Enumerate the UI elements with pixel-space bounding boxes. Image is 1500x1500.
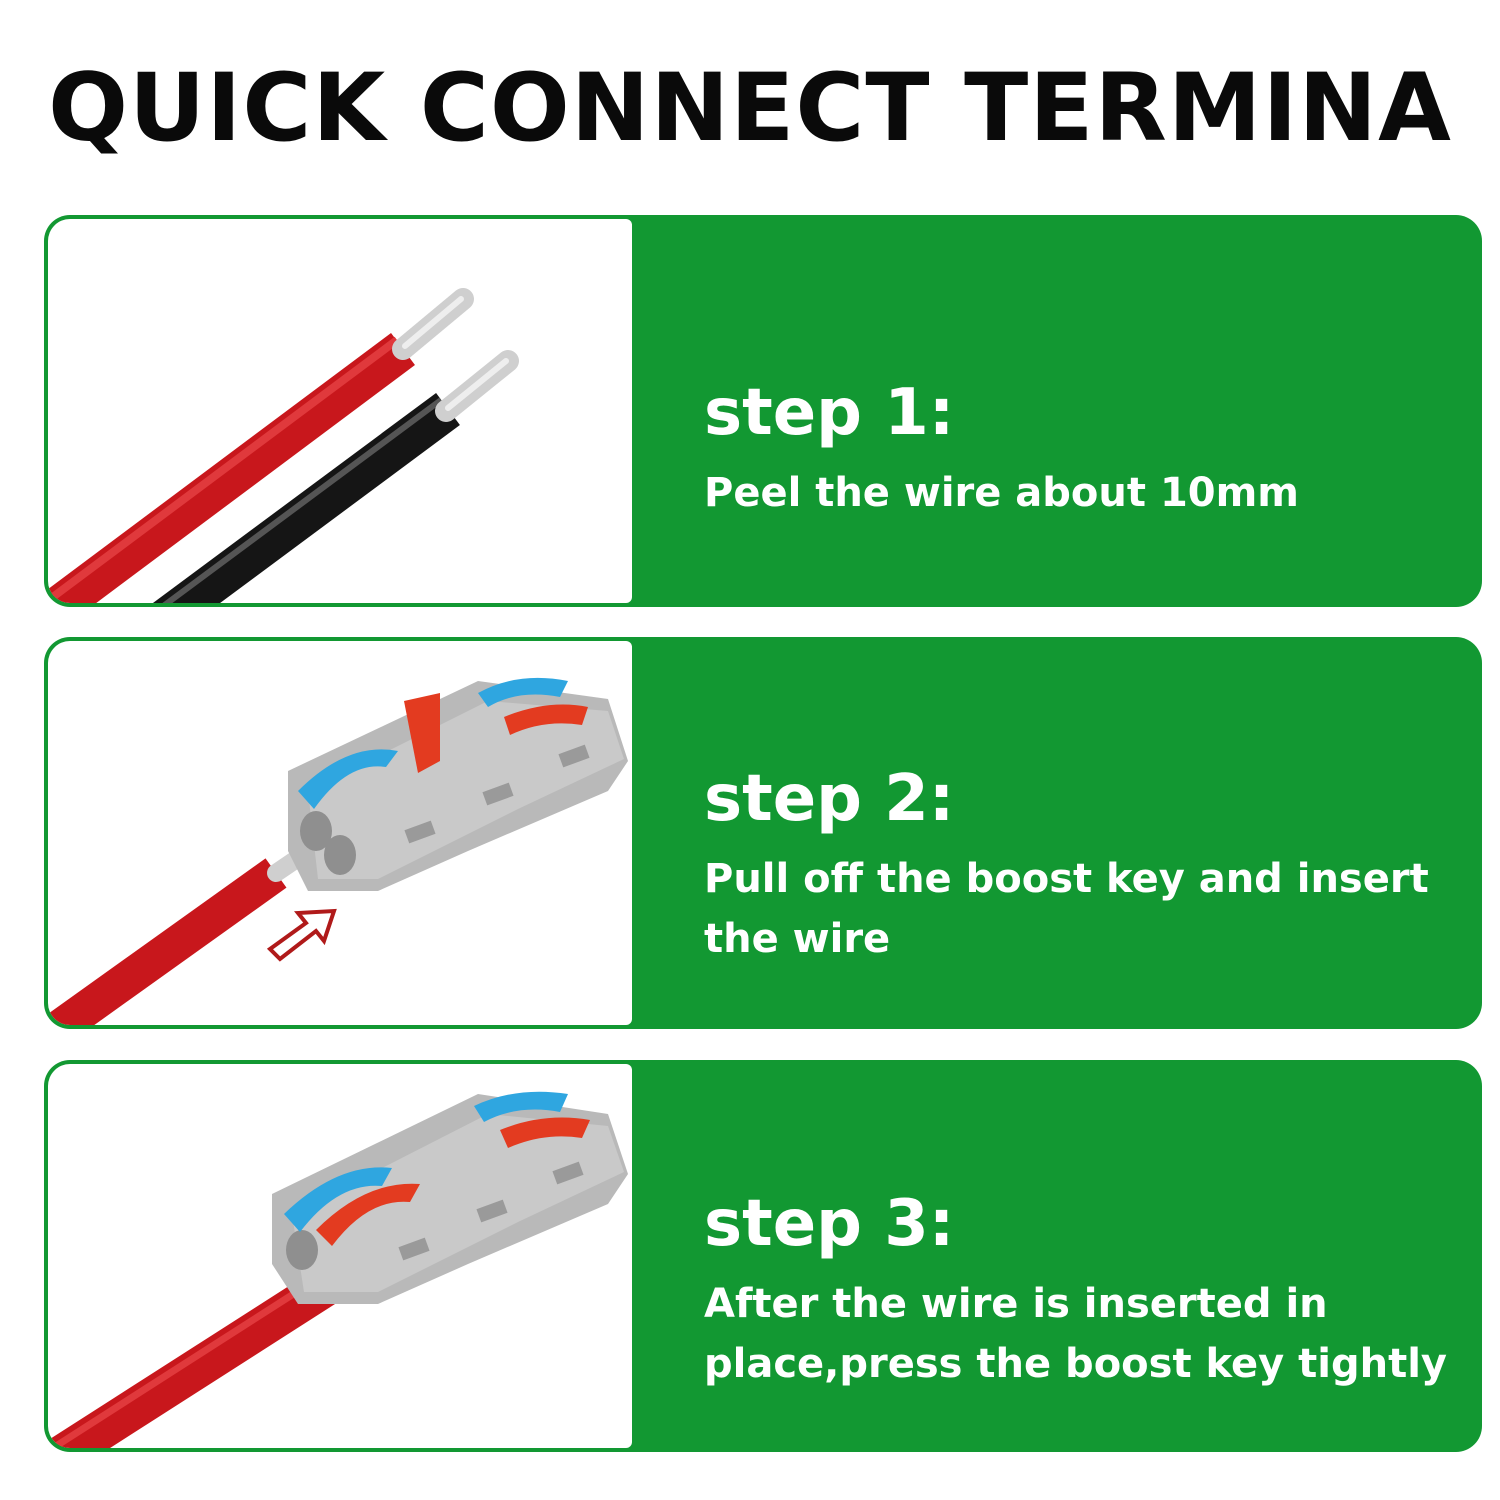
step-3-label: step 3: xyxy=(704,1187,955,1261)
step-1-description: Peel the wire about 10mm xyxy=(704,470,1299,516)
step-2-card: step 2: Pull off the boost key and inser… xyxy=(44,637,1482,1029)
page-title: QUICK CONNECT TERMINA xyxy=(48,54,1452,163)
connector-open-illustration xyxy=(48,677,628,1025)
step-2-image xyxy=(48,641,632,1025)
step-1-label: step 1: xyxy=(704,376,955,450)
step-3-image xyxy=(48,1064,632,1448)
step-2-label: step 2: xyxy=(704,762,955,836)
step-3-card: step 3: After the wire is inserted in pl… xyxy=(44,1060,1482,1452)
step-1-image xyxy=(48,219,632,603)
connector-closed-illustration xyxy=(48,1091,628,1448)
connector-body xyxy=(288,681,628,891)
step-2-description: Pull off the boost key and insert the wi… xyxy=(704,856,1429,962)
step-1-card: step 1: Peel the wire about 10mm xyxy=(44,215,1482,607)
stripped-wires-illustration xyxy=(48,288,519,603)
connector-body xyxy=(272,1094,628,1304)
step-3-description: After the wire is inserted in place,pres… xyxy=(704,1281,1448,1387)
arrow-icon xyxy=(266,908,337,962)
